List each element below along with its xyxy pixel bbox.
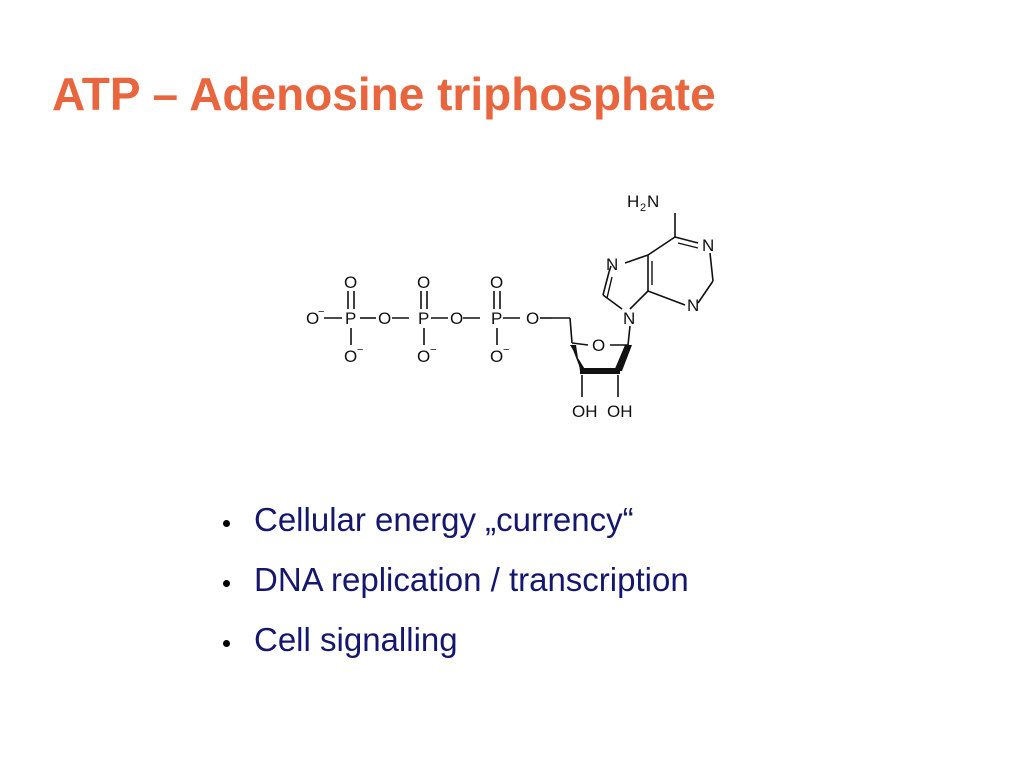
oxygen-label: O: [490, 347, 503, 366]
bullet-text: Cell signalling: [254, 621, 458, 658]
oxygen-label: O: [417, 273, 430, 292]
oxygen-label: O: [344, 273, 357, 292]
bullet-list: Cellular energy „currency“ DNA replicati…: [214, 490, 689, 670]
ribose-wedge-left: [570, 345, 586, 371]
structure-bonds: [324, 213, 714, 397]
ribose-bold-bond: [580, 368, 620, 374]
charge-label: −: [318, 306, 324, 318]
phosphorus-label: P: [491, 309, 502, 328]
nitrogen-label: N: [687, 296, 699, 315]
charge-label: −: [430, 344, 436, 356]
oxygen-label: O: [450, 309, 463, 328]
oxygen-label: O: [417, 347, 430, 366]
bullet-item: Cell signalling: [214, 610, 689, 670]
structure-double-bonds: [606, 242, 699, 299]
oxygen-label: O: [490, 273, 503, 292]
phosphorus-label: P: [345, 309, 356, 328]
atp-structure-diagram: O − P O O − O P O O − O P O O − O O OH O…: [306, 192, 714, 421]
nitrogen-label: N: [606, 255, 618, 274]
oxygen-label: O: [344, 347, 357, 366]
bullet-dot-icon: [223, 640, 230, 647]
oxygen-label: O: [306, 309, 319, 328]
hydroxyl-label: OH: [572, 402, 598, 421]
charge-label: −: [503, 344, 509, 356]
ring-oxygen-label: O: [592, 336, 605, 355]
bullet-item: DNA replication / transcription: [214, 550, 689, 610]
bullet-text: Cellular energy „currency“: [254, 501, 634, 538]
ribose-wedge-right: [614, 345, 632, 371]
bullet-text: DNA replication / transcription: [254, 561, 689, 598]
oxygen-label: O: [526, 309, 539, 328]
hydroxyl-label: OH: [607, 402, 633, 421]
nitrogen-label: N: [623, 309, 635, 328]
slide-title: ATP – Adenosine triphosphate: [52, 68, 716, 120]
bullet-item: Cellular energy „currency“: [214, 490, 689, 550]
bullet-dot-icon: [223, 580, 230, 587]
charge-label: −: [357, 344, 363, 356]
amine-h-label: H: [627, 192, 639, 211]
phosphorus-label: P: [418, 309, 429, 328]
oxygen-label: O: [378, 309, 391, 328]
amine-n-label: N: [647, 192, 659, 211]
bullet-dot-icon: [223, 520, 230, 527]
nitrogen-label: N: [702, 236, 714, 255]
amine-subscript-label: 2: [640, 202, 646, 214]
